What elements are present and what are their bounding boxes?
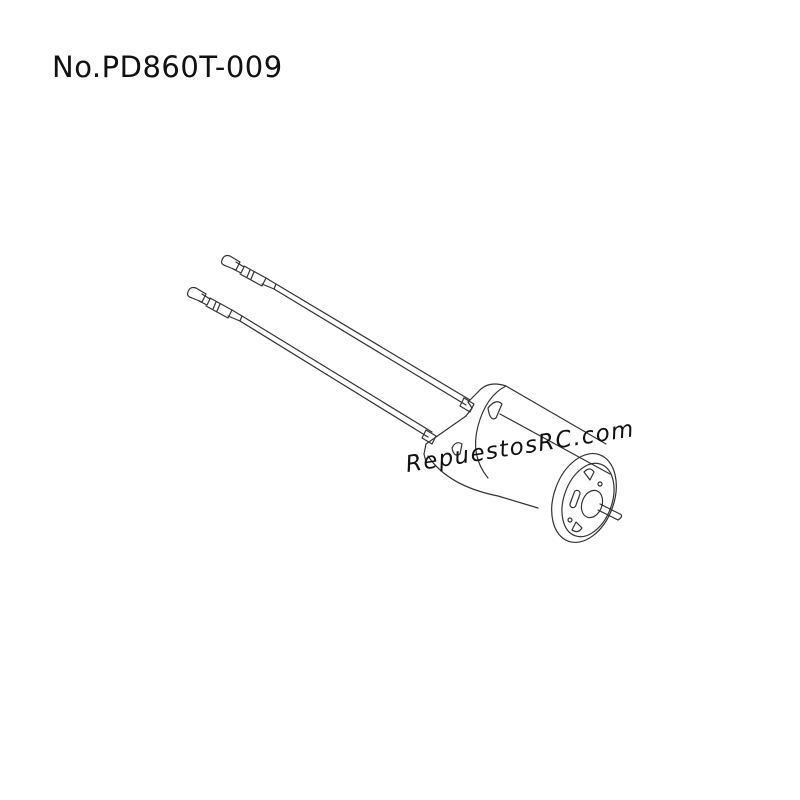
lead-wire-2 bbox=[239, 315, 433, 438]
part-number-title: No.PD860T-009 bbox=[52, 50, 283, 84]
bullet-connector-1 bbox=[220, 254, 277, 290]
lead-wire-1 bbox=[273, 283, 471, 406]
bullet-connector-2 bbox=[186, 286, 243, 322]
motor-shaft bbox=[597, 503, 623, 521]
motor-body bbox=[421, 383, 617, 544]
